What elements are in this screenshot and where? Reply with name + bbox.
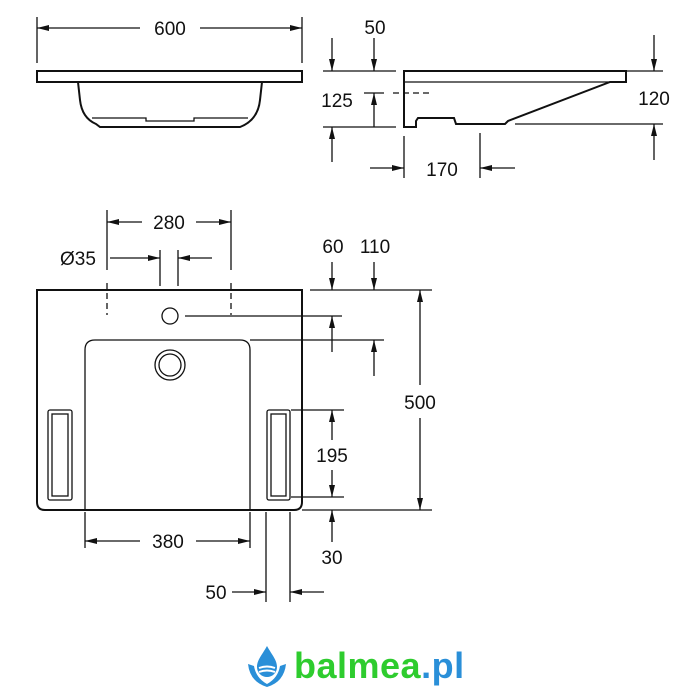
technical-drawing: 600 50 125 120 170 280 Ø35 60 110 500 19… xyxy=(36,17,670,604)
dim-60: 60 xyxy=(322,237,343,258)
dim-280: 280 xyxy=(153,213,185,234)
dim-50-handle: 50 xyxy=(205,583,226,604)
dim-110: 110 xyxy=(360,237,390,258)
dim-diameter-35: Ø35 xyxy=(60,249,96,270)
side-view: 50 125 120 170 xyxy=(321,18,670,181)
top-view: 280 Ø35 60 110 500 195 30 380 50 xyxy=(36,210,436,604)
dim-600: 600 xyxy=(154,19,186,40)
dim-380: 380 xyxy=(152,532,184,553)
dim-125: 125 xyxy=(321,91,353,112)
front-view: 600 xyxy=(36,17,303,128)
balmea-logo: balmea.pl xyxy=(246,644,465,688)
dim-500: 500 xyxy=(404,393,436,414)
logo-name: balmea xyxy=(294,645,422,686)
dim-30: 30 xyxy=(321,548,342,569)
dim-170: 170 xyxy=(426,160,458,181)
dim-50-side: 50 xyxy=(364,18,385,39)
logo-tld: .pl xyxy=(421,645,465,686)
water-hands-icon xyxy=(248,646,286,687)
dim-195: 195 xyxy=(316,446,348,467)
dim-120: 120 xyxy=(638,89,670,110)
